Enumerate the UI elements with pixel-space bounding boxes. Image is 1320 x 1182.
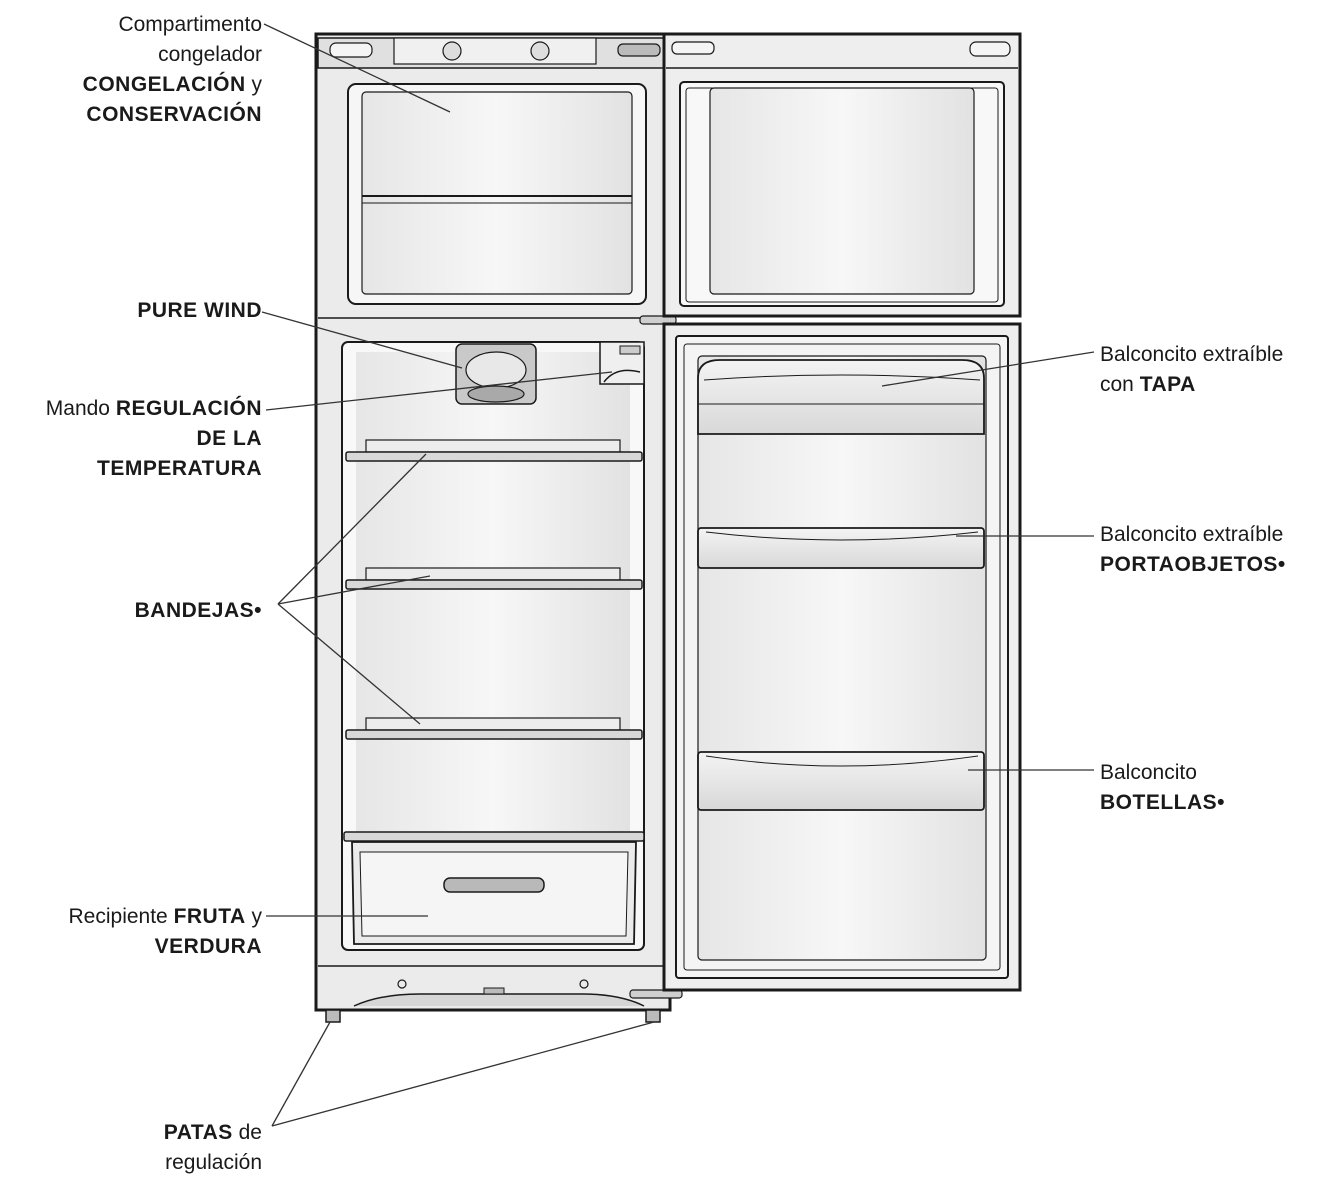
leader-shelf-2 xyxy=(277,575,431,605)
label-bold: CONSERVACIÓN xyxy=(86,103,262,126)
label-temperature-control: Mando REGULACIÓN DE LA TEMPERATURA xyxy=(46,394,262,484)
label-door-balcony-lid: Balconcito extraíble con TAPA xyxy=(1100,340,1283,400)
label-text: con xyxy=(1100,373,1140,396)
leader-shelf-3 xyxy=(277,603,421,725)
label-text: congelador xyxy=(158,43,262,66)
leader-pure-wind xyxy=(261,311,463,369)
leader-freezer xyxy=(263,23,451,113)
label-text: Mando xyxy=(45,397,116,420)
leader-lines xyxy=(261,23,1095,1127)
foot-left xyxy=(325,1009,341,1023)
shelf-1 xyxy=(345,439,643,462)
label-bold: PATAS xyxy=(163,1121,233,1144)
leader-foot-right xyxy=(271,1021,655,1127)
label-bold: VERDURA xyxy=(154,935,262,958)
label-door-balcony-bottles: Balconcito BOTELLAS• xyxy=(1100,758,1225,818)
shelf-3 xyxy=(345,717,643,740)
foot-right xyxy=(645,1009,661,1023)
crisper-drawer xyxy=(351,841,637,945)
label-text: y xyxy=(245,905,262,928)
label-bold: CONGELACIÓN xyxy=(82,73,246,96)
label-bold: BANDEJAS• xyxy=(134,599,262,622)
door-balcony-objects xyxy=(697,527,985,569)
label-door-balcony-objects: Balconcito extraíble PORTAOBJETOS• xyxy=(1100,520,1286,580)
pure-wind-fan xyxy=(455,343,537,405)
freezer-door xyxy=(662,32,1022,318)
label-bold: PURE WIND xyxy=(137,299,262,322)
leader-shelf-1 xyxy=(277,453,427,605)
shelf-2 xyxy=(345,567,643,590)
label-bold: PORTAOBJETOS• xyxy=(1100,553,1286,576)
fridge-door xyxy=(662,322,1022,992)
label-feet: PATAS de regulación xyxy=(164,1118,262,1178)
label-freezer-compartment: Compartimento congelador CONGELACIÓN y C… xyxy=(83,10,262,130)
door-balcony-lid xyxy=(697,359,985,435)
leader-foot-left xyxy=(271,1021,331,1127)
label-text: regulación xyxy=(165,1151,262,1174)
leader-temp-control xyxy=(265,371,613,411)
temperature-control-knob xyxy=(599,341,645,385)
label-pure-wind: PURE WIND xyxy=(137,296,262,326)
label-text: Balconcito extraíble xyxy=(1100,523,1284,546)
label-text: Balconcito xyxy=(1100,761,1197,784)
label-text: Compartimento xyxy=(118,13,262,36)
label-bold: DE LA xyxy=(196,427,262,450)
label-bold: TEMPERATURA xyxy=(97,457,262,480)
door-balcony-bottles xyxy=(697,751,985,811)
cabinet xyxy=(314,32,683,1023)
label-bold: REGULACIÓN xyxy=(115,397,262,420)
base-grille xyxy=(353,993,645,1007)
label-shelves: BANDEJAS• xyxy=(135,596,262,626)
label-text: de xyxy=(232,1121,262,1144)
label-text: y xyxy=(245,73,262,96)
label-bold: FRUTA xyxy=(173,905,246,928)
leader-door-lid xyxy=(881,351,1095,387)
label-text: Recipiente xyxy=(68,905,174,928)
label-text: Balconcito extraíble xyxy=(1100,343,1284,366)
label-bold: TAPA xyxy=(1139,373,1196,396)
label-crisper: Recipiente FRUTA y VERDURA xyxy=(69,902,263,962)
label-bold: BOTELLAS• xyxy=(1100,791,1226,814)
